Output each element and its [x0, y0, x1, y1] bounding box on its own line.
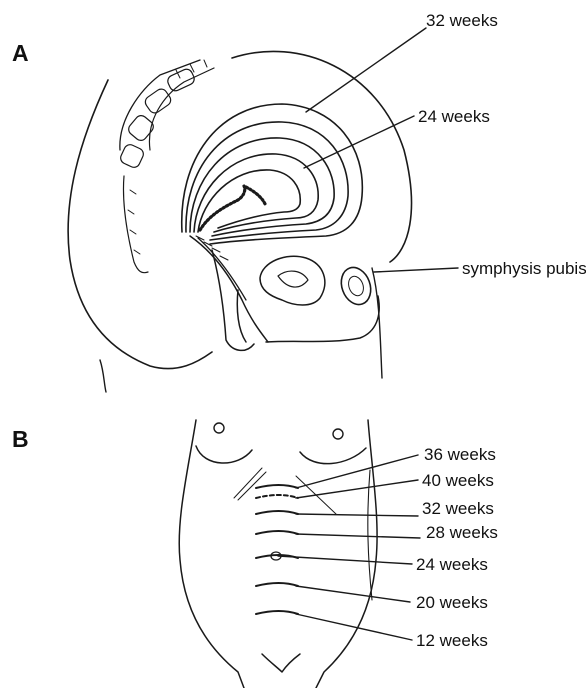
label-b-24-weeks: 24 weeks [416, 556, 488, 573]
fundal-height-marks [256, 485, 298, 614]
breast-right [300, 448, 366, 464]
leader-a-32 [306, 28, 426, 112]
vaginal-canal [190, 236, 268, 342]
pubic-outline [266, 296, 379, 342]
rectum [212, 250, 254, 350]
label-symphysis-pubis: symphysis pubis [462, 260, 586, 277]
nipple-left [214, 423, 224, 433]
nipple-right [333, 429, 343, 439]
leader-b-20 [296, 586, 410, 602]
leader-b-28 [296, 534, 420, 538]
breast-left [196, 446, 252, 463]
panel-a-drawing [68, 28, 458, 392]
label-b-12-weeks: 12 weeks [416, 632, 488, 649]
torso-left [179, 420, 244, 688]
label-a-24-weeks: 24 weeks [418, 108, 490, 125]
fundus-contour-2 [186, 122, 348, 240]
label-b-40-weeks: 40 weeks [422, 472, 494, 489]
mark-36 [256, 485, 298, 488]
mark-40 [256, 495, 298, 498]
label-b-28-weeks: 28 weeks [426, 524, 498, 541]
panel-b-drawing [179, 420, 420, 688]
leader-b-24 [278, 556, 412, 564]
symphysis-pubis-shape [336, 263, 375, 308]
label-b-36-weeks: 36 weeks [424, 446, 496, 463]
fundus-contour-5 [198, 170, 300, 232]
spine [119, 60, 214, 273]
leader-b-32 [296, 514, 418, 516]
bladder [260, 256, 325, 305]
front-thigh-line [372, 268, 382, 378]
thigh-line [100, 360, 106, 392]
mark-20 [256, 583, 298, 586]
mark-28 [256, 531, 298, 534]
leader-b-12 [296, 614, 412, 640]
label-b-32-weeks: 32 weeks [422, 500, 494, 517]
label-a-32-weeks: 32 weeks [426, 12, 498, 29]
panel-b-letter: B [12, 428, 29, 451]
panel-a-letter: A [12, 42, 29, 65]
pubic-line [262, 654, 300, 672]
mark-32 [256, 511, 298, 514]
label-b-20-weeks: 20 weeks [416, 594, 488, 611]
leader-a-symphysis [374, 268, 458, 272]
uterus-contours [182, 104, 363, 342]
mark-12 [256, 611, 298, 614]
